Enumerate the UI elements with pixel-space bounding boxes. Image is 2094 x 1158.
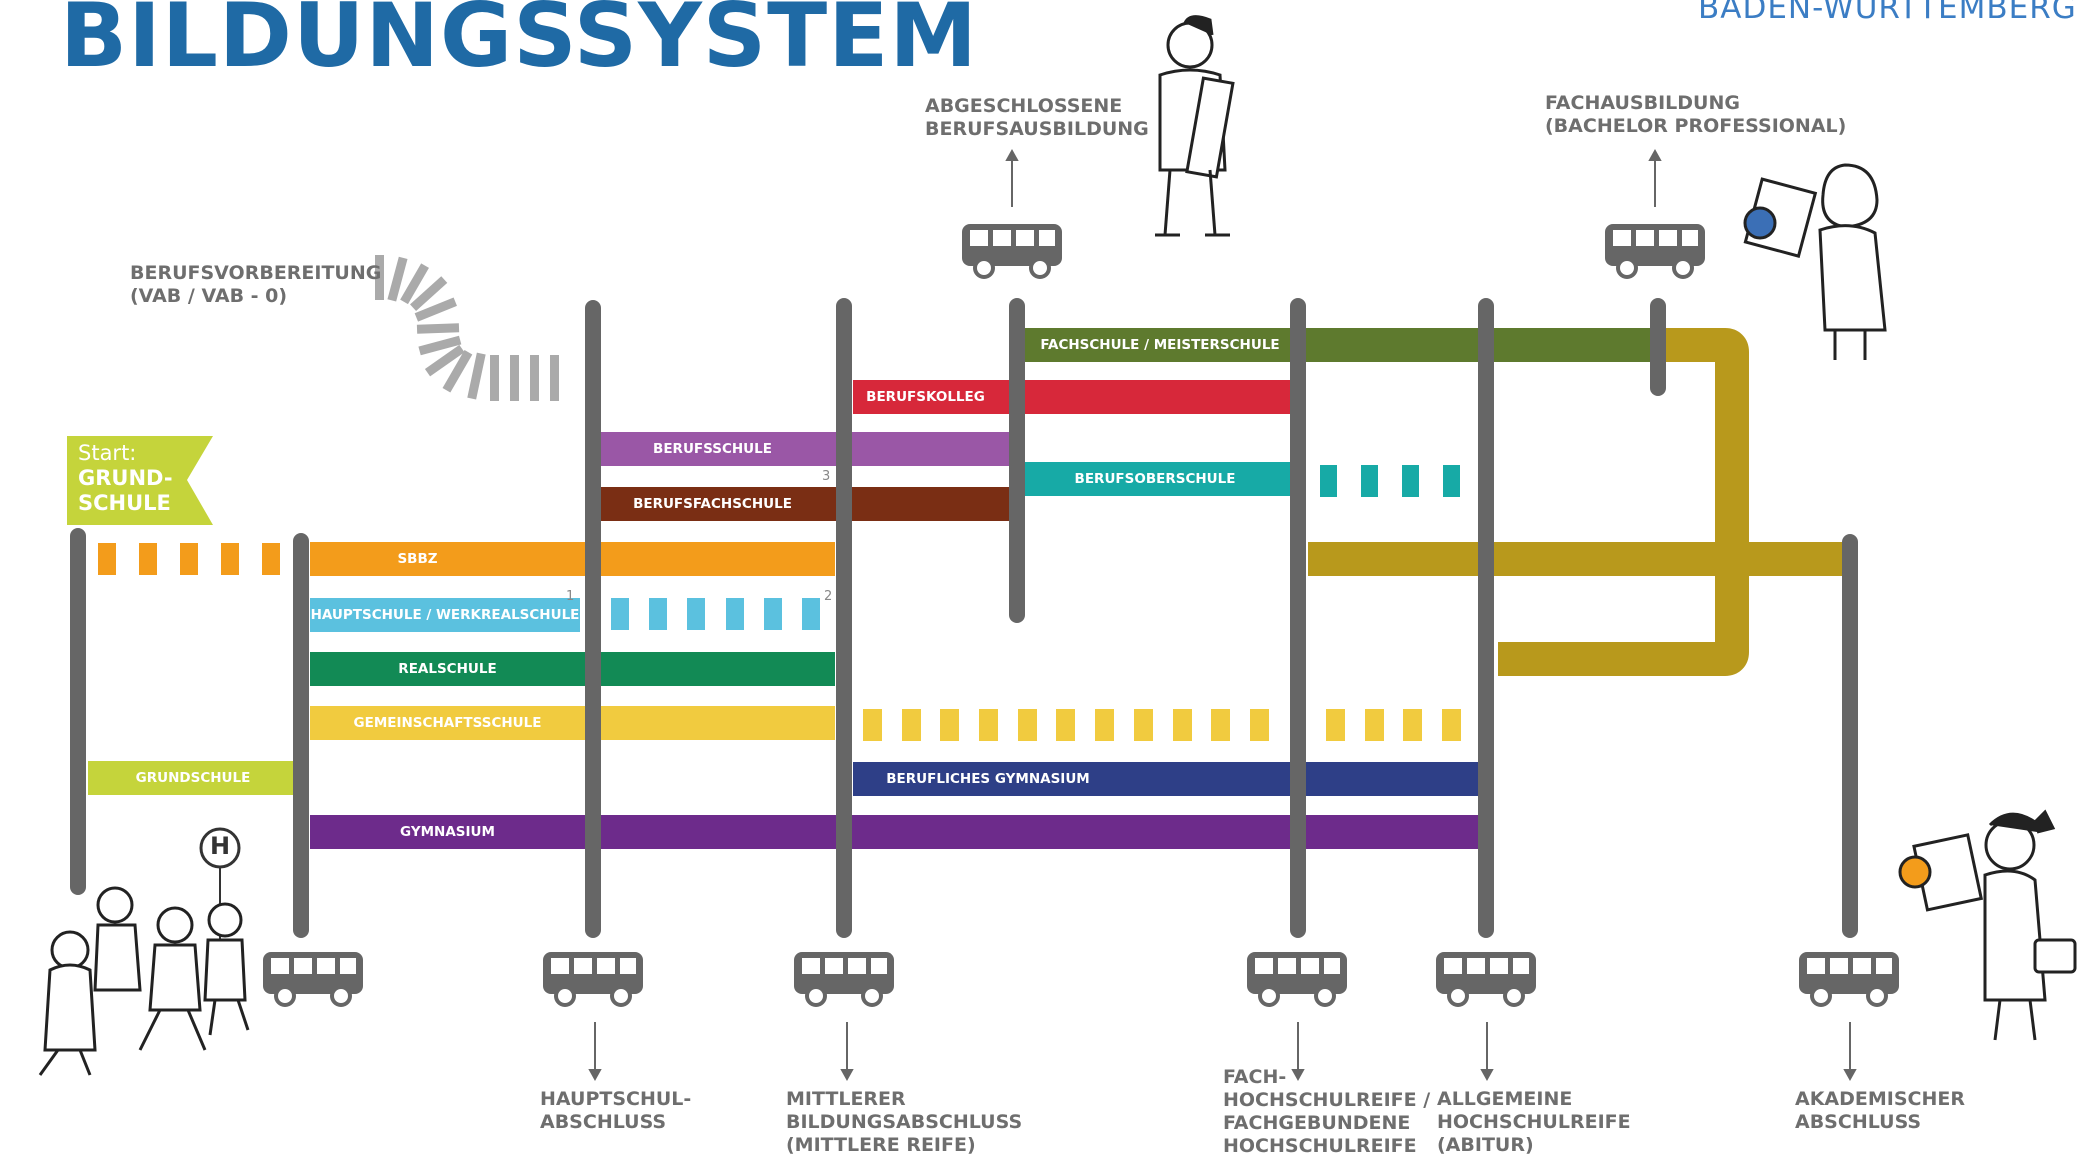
label-berufsvorbereitung: BERUFSVORBEREITUNG(VAB / VAB - 0) bbox=[130, 262, 382, 307]
bar-grundschule bbox=[88, 761, 293, 795]
bus-icon bbox=[543, 952, 643, 1007]
footnote-2: 2 bbox=[824, 589, 833, 604]
pole-mittlerer bbox=[836, 298, 852, 938]
label-berufskolleg: BERUFSKOLLEG bbox=[866, 389, 985, 405]
dash-hauptschule bbox=[611, 598, 820, 630]
bar-gymnasium bbox=[310, 815, 1478, 849]
academic-woman-illustration-icon bbox=[1898, 809, 2077, 1041]
bar-hauptschule bbox=[310, 598, 580, 632]
bus-icon bbox=[1247, 952, 1347, 1007]
page-title: BILDUNGSSYSTEM bbox=[60, 0, 978, 87]
bus-icon bbox=[962, 224, 1062, 279]
label-fachausbildung: FACHAUSBILDUNG(BACHELOR PROFESSIONAL) bbox=[1545, 92, 1847, 137]
bar-fachschule bbox=[1020, 328, 1658, 362]
bar-berufsfachschule bbox=[600, 487, 1010, 521]
dash-grundschule-start bbox=[98, 543, 280, 575]
children-group-icon bbox=[38, 886, 250, 1076]
start-flag-text: Start: GRUND- SCHULE bbox=[78, 441, 173, 515]
bar-berufsoberschule bbox=[1020, 462, 1290, 496]
footnote-3: 3 bbox=[822, 469, 831, 484]
bar-sbbz bbox=[310, 542, 835, 576]
pole-akademisch bbox=[1842, 534, 1858, 938]
label-gymnasium: GYMNASIUM bbox=[400, 824, 495, 840]
dash-berufsoberschule bbox=[1320, 465, 1460, 497]
label-berufsfachschule: BERUFSFACHSCHULE bbox=[633, 496, 792, 512]
brand-label: BADEN-WÜRTTEMBERG bbox=[1698, 0, 2077, 26]
graduate-woman-illustration-icon bbox=[1743, 163, 1887, 360]
pole-start bbox=[70, 528, 86, 895]
bar-berufsschule bbox=[600, 432, 1020, 466]
dash-gemeinschaftsschule-1 bbox=[863, 709, 1269, 741]
label-berufliches-gymnasium: BERUFLICHES GYMNASIUM bbox=[886, 771, 1090, 787]
label-hauptschule: HAUPTSCHULE / WERKREALSCHULE bbox=[310, 607, 580, 623]
pole-hauptschul bbox=[293, 533, 309, 938]
dash-gemeinschaftsschule-2 bbox=[1326, 709, 1461, 741]
start-flag bbox=[67, 436, 213, 525]
footnote-1: 1 bbox=[566, 589, 575, 604]
pole-abitur bbox=[1478, 298, 1494, 938]
label-gemeinschaftsschule: GEMEINSCHAFTSSCHULE bbox=[353, 715, 542, 731]
bar-gemeinschaftsschule bbox=[310, 706, 835, 740]
bar-realschule bbox=[310, 652, 835, 686]
bus-icon bbox=[1799, 952, 1899, 1007]
label-realschule: REALSCHULE bbox=[398, 661, 497, 677]
bar-berufliches-gymnasium bbox=[853, 762, 1478, 796]
label-berufsoberschule: BERUFSOBERSCHULE bbox=[1074, 471, 1236, 487]
label-sbbz: SBBZ bbox=[397, 551, 438, 567]
bus-icon bbox=[1436, 952, 1536, 1007]
label-berufsschule: BERUFSSCHULE bbox=[653, 441, 772, 457]
pole-fachhochschulreife bbox=[1290, 298, 1306, 938]
bus-icon bbox=[1605, 224, 1705, 279]
bus-stop-letter: H bbox=[209, 832, 231, 860]
bar-berufskolleg bbox=[853, 380, 1290, 414]
bus-icon bbox=[263, 952, 363, 1007]
craftsman-illustration-icon bbox=[1155, 15, 1235, 237]
label-hauptschulabschluss: HAUPTSCHUL-ABSCHLUSS bbox=[540, 1088, 692, 1133]
pole-berufsausbildung bbox=[1009, 298, 1025, 623]
pole-fachausbildung bbox=[1650, 298, 1666, 396]
bus-icon bbox=[794, 952, 894, 1007]
label-fachschule: FACHSCHULE / MEISTERSCHULE bbox=[1040, 337, 1280, 353]
label-grundschule: GRUNDSCHULE bbox=[135, 770, 251, 786]
pole-mittlerer-left bbox=[585, 300, 601, 938]
berufsvorbereitung-arc bbox=[375, 255, 559, 401]
